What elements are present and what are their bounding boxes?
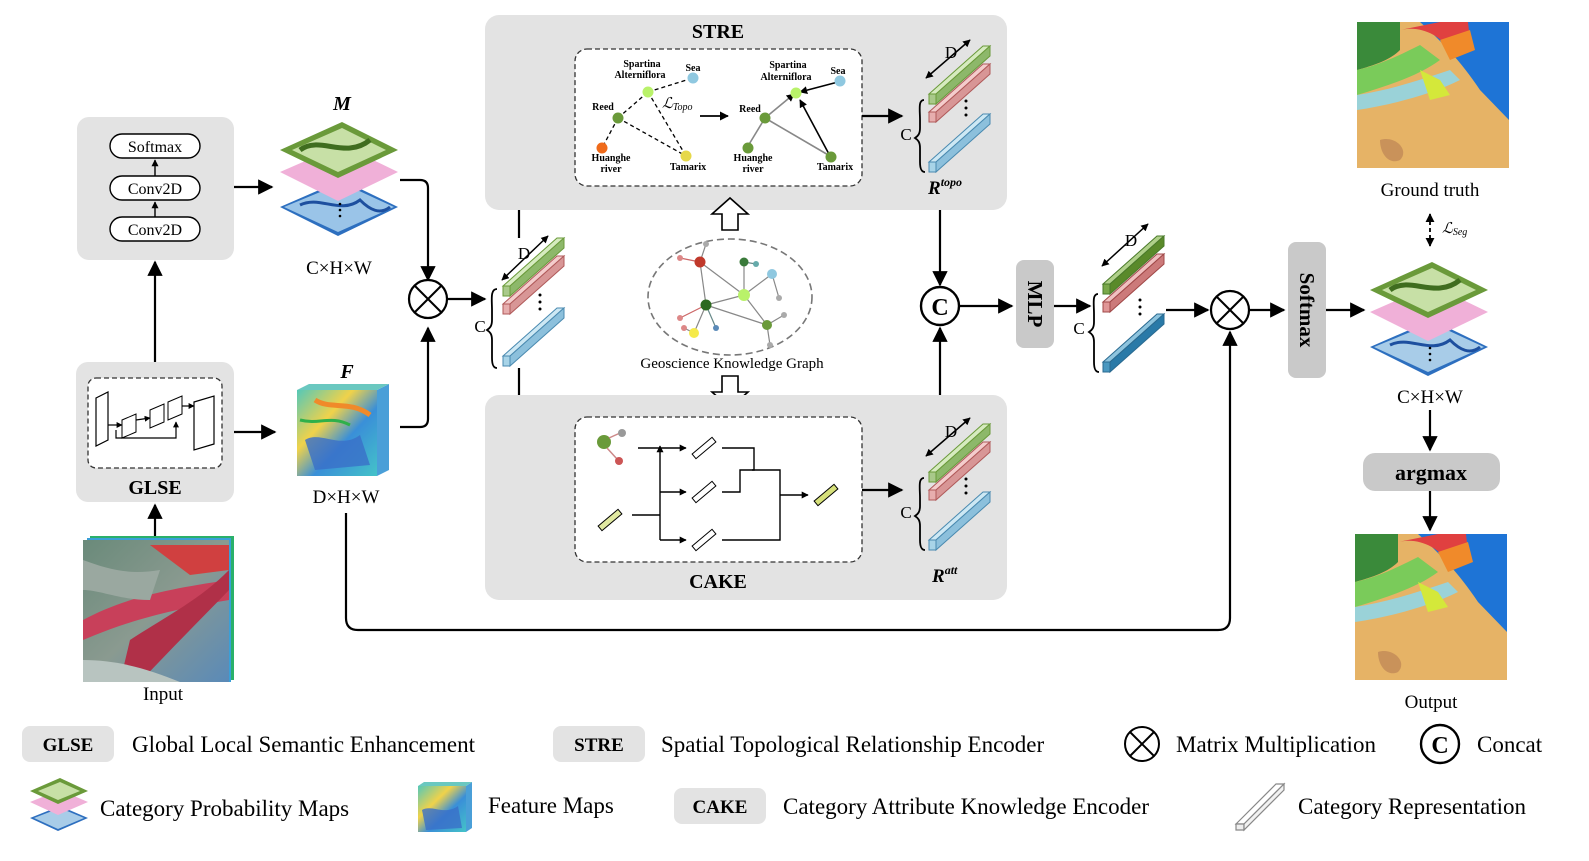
input-label: Input: [143, 684, 184, 705]
C-label-att: C: [900, 503, 911, 522]
r-topo-stack: [913, 39, 992, 174]
legend-concat-text: Concat: [1477, 732, 1543, 757]
legend-stre-tag: [553, 726, 645, 762]
category-representations-stack-1: [485, 235, 566, 369]
kg-label: Geoscience Knowledge Graph: [640, 356, 824, 372]
legend-stre-text: Spatial Topological Relationship Encoder: [661, 732, 1044, 757]
conv2d-layer-1-label: Conv2D: [128, 222, 182, 239]
cake-inner-block: [574, 416, 863, 563]
legend-prob-maps-text: Category Probability Maps: [100, 796, 349, 821]
category-representations-stack-2: [1087, 223, 1166, 374]
legend-cake-tag-text: CAKE: [693, 797, 748, 818]
legend-glse-text: Global Local Semantic Enhancement: [132, 732, 476, 757]
output-image: [1355, 534, 1507, 680]
legend-stre-tag-text: STRE: [574, 735, 624, 756]
legend-category-repr-text: Category Representation: [1298, 794, 1527, 819]
legend-cake-tag: [674, 788, 766, 824]
C-label-2: C: [1073, 319, 1084, 338]
mlp-label: MLP: [1023, 281, 1047, 328]
D-label-1: D: [518, 244, 530, 263]
topology-graph-right: [742, 75, 846, 163]
node-tamarix-left: Tamarix: [670, 162, 706, 173]
concat-symbol: C: [931, 295, 948, 321]
legend-concat-icon: [1419, 723, 1461, 765]
output-probability-maps: [1370, 262, 1488, 376]
node-huanghe-right-1: Huanghe: [734, 153, 773, 164]
glse-network-icon: [95, 391, 215, 451]
l-topo-label: ℒTopo: [662, 96, 692, 113]
C-label-1: C: [474, 317, 485, 336]
topology-graph-left: [596, 72, 699, 162]
r-att-stack: [913, 417, 992, 552]
node-huanghe-left-1: Huanghe: [592, 153, 631, 164]
legend: GLSE Global Local Semantic Enhancement S…: [22, 723, 1543, 832]
node-spartina-right-2: Alterniflora: [760, 72, 811, 83]
M-label: M: [332, 93, 352, 115]
D-label-att: D: [945, 422, 957, 441]
ground-truth-label: Ground truth: [1381, 180, 1480, 201]
node-sea-right: Sea: [831, 66, 846, 77]
legend-cake-text: Category Attribute Knowledge Encoder: [783, 794, 1149, 819]
feature-maps: [297, 384, 389, 476]
argmax-label: argmax: [1395, 460, 1467, 485]
D-label-topo: D: [945, 43, 957, 62]
F-to-mult-arrow: [400, 326, 436, 429]
category-probability-maps-icon: [30, 778, 88, 831]
category-representation-icon: [1234, 782, 1286, 832]
glse-label: GLSE: [128, 477, 181, 499]
node-tamarix-right: Tamarix: [817, 162, 853, 173]
category-probability-maps: [280, 122, 398, 236]
node-spartina-left-2: Alterniflora: [614, 70, 665, 81]
conv2d-layer-2-label: Conv2D: [128, 181, 182, 198]
legend-feature-maps-text: Feature Maps: [488, 793, 614, 818]
l-seg-label: ℒSeg: [1442, 221, 1467, 238]
cake-label: CAKE: [689, 571, 747, 593]
F-skip-connection-arrow: [344, 330, 1238, 632]
softmax-layer: [109, 133, 201, 159]
legend-multiplication-icon: [1124, 726, 1160, 762]
D-label-2: D: [1125, 231, 1137, 250]
node-huanghe-left-2: river: [600, 164, 622, 175]
stre-label: STRE: [692, 21, 744, 43]
softmax-block-label: Softmax: [1295, 273, 1319, 348]
F-dims: D×H×W: [313, 487, 380, 508]
F-label: F: [339, 361, 354, 383]
node-reed-right: Reed: [739, 104, 761, 115]
softmax-block: [1288, 242, 1326, 378]
legend-glse-tag: [22, 726, 114, 762]
M-dims: C×H×W: [306, 258, 372, 279]
M-to-mult-arrow: [400, 178, 436, 282]
node-spartina-right-1: Spartina: [769, 60, 806, 71]
geoscience-knowledge-graph: [647, 238, 813, 356]
mlp-block: [1016, 260, 1054, 348]
legend-concat-symbol: C: [1431, 733, 1448, 759]
r-att-label: Ratt: [931, 563, 958, 587]
legend-glse-tag-text: GLSE: [43, 735, 94, 756]
output-label: Output: [1405, 692, 1459, 713]
legend-multiplication-text: Matrix Multiplication: [1176, 732, 1376, 757]
node-spartina-left-1: Spartina: [623, 59, 660, 70]
feature-maps-icon: [418, 782, 472, 832]
node-sea-left: Sea: [686, 63, 701, 74]
softmax-layer-label: Softmax: [128, 139, 182, 156]
output-maps-dims: C×H×W: [1397, 387, 1463, 408]
stre-inner-block: [574, 48, 863, 187]
cake-attention-flow: [597, 429, 839, 552]
matrix-multiplication-node-1: [407, 278, 449, 320]
C-label-topo: C: [900, 125, 911, 144]
ground-truth-image: [1357, 22, 1509, 168]
node-huanghe-right-2: river: [742, 164, 764, 175]
node-reed-left: Reed: [592, 102, 614, 113]
argmax-block: [1363, 453, 1500, 491]
matrix-multiplication-node-2: [1209, 289, 1251, 331]
r-topo-label: Rtopo: [927, 175, 962, 199]
kg-up-arrow: [709, 196, 751, 231]
input-image: [83, 536, 234, 682]
